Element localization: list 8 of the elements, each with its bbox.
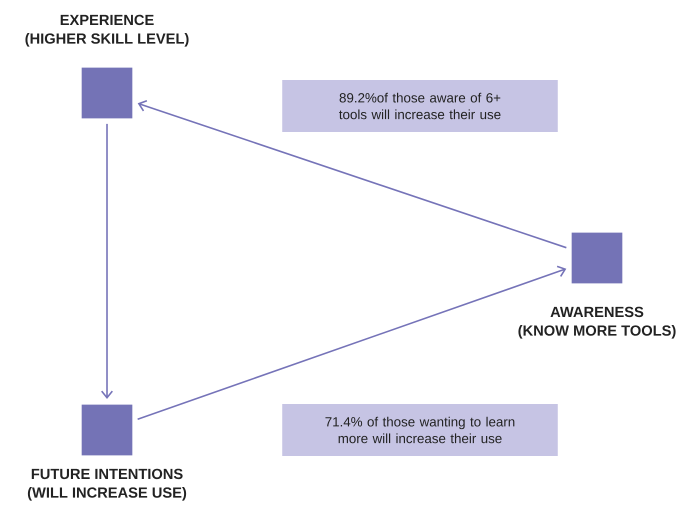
edge-label: 71.4% of those wanting to learn more will increase their use — [282, 404, 558, 456]
node-heading: AWARENESS (KNOW MORE TOOLS) — [518, 306, 676, 339]
edge-label: 89.2%of those aware of 6+ tools will increase their use — [282, 80, 558, 132]
node-heading: FUTURE INTENTIONS (WILL INCREASE USE) — [28, 468, 186, 501]
arrow — [137, 266, 566, 420]
arrow — [101, 124, 113, 400]
arrow — [138, 100, 567, 248]
node-heading: EXPERIENCE (HIGHER SKILL LEVEL) — [25, 14, 189, 47]
